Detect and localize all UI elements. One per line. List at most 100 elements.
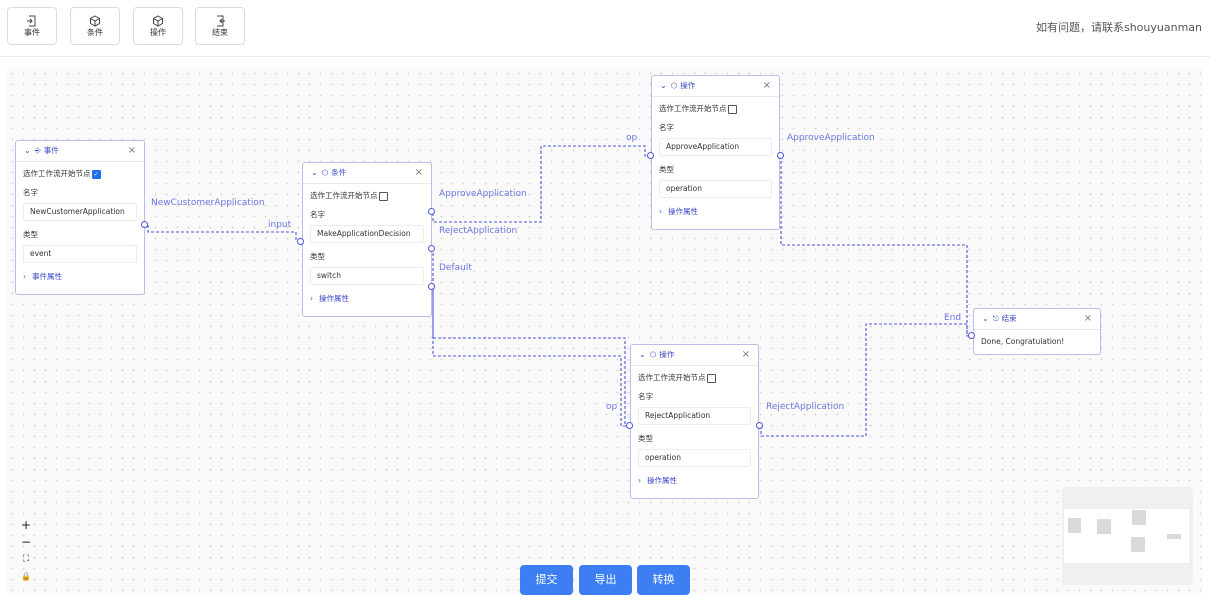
approve-input-handle[interactable] — [647, 152, 654, 159]
props-toggle[interactable]: › 操作属性 — [659, 206, 772, 217]
event-tool-button[interactable]: 事件 — [7, 7, 57, 45]
end-input-handle[interactable] — [968, 332, 975, 339]
import-icon — [8, 12, 56, 27]
name-label: 名字 — [659, 123, 674, 132]
reject-output-handle[interactable] — [756, 422, 763, 429]
name-field[interactable]: ApproveApplication — [659, 138, 772, 156]
edge-label-default: Default — [439, 263, 472, 273]
cube-icon — [71, 12, 119, 27]
close-icon[interactable]: × — [127, 145, 136, 156]
type-field[interactable]: operation — [638, 449, 751, 467]
chevron-down-icon[interactable]: ⌄ — [311, 168, 318, 177]
chevron-down-icon[interactable]: ⌄ — [982, 314, 989, 323]
condition-node[interactable]: ⌄⬡条件 × 选作工作流开始节点 名字 MakeApplicationDecis… — [302, 162, 432, 317]
edge-label-new-customer: NewCustomerApplication — [151, 198, 265, 208]
condition-tool-label: 条件 — [87, 28, 103, 37]
type-field[interactable]: switch — [310, 267, 424, 285]
reject-node[interactable]: ⌄⬡操作 × 选作工作流开始节点 名字 RejectApplication 类型… — [630, 344, 759, 499]
type-field[interactable]: operation — [659, 180, 772, 198]
cube-icon: ⬡ — [321, 168, 329, 177]
name-field[interactable]: RejectApplication — [638, 407, 751, 425]
edge-label-reject-out: RejectApplication — [439, 226, 518, 236]
chevron-right-icon: › — [659, 207, 662, 216]
export-icon: ⎋ — [992, 314, 999, 323]
edge-label-end: End — [944, 313, 962, 323]
chevron-down-icon[interactable]: ⌄ — [660, 81, 667, 90]
end-node[interactable]: ⌄⎋结束 × Done, Congratulation! — [973, 308, 1101, 355]
props-toggle[interactable]: ›操作属性 — [638, 475, 751, 486]
props-label: 事件属性 — [32, 272, 62, 281]
zoom-controls: + − ⛶ 🔒 — [18, 517, 34, 585]
end-node-header[interactable]: ⌄⎋结束 × — [974, 309, 1100, 330]
props-label: 操作属性 — [668, 207, 698, 216]
condition-reject-handle[interactable] — [428, 245, 435, 252]
event-node-title: 事件 — [43, 146, 59, 155]
start-node-label: 选作工作流开始节点 — [659, 104, 727, 113]
cube-icon — [134, 12, 182, 27]
chevron-right-icon: › — [23, 272, 26, 281]
condition-tool-button[interactable]: 条件 — [70, 7, 120, 45]
start-node-checkbox[interactable] — [727, 104, 737, 114]
props-toggle[interactable]: ›操作属性 — [310, 293, 424, 304]
end-tool-button[interactable]: 结束 — [195, 7, 245, 45]
convert-button[interactable]: 转换 — [637, 565, 690, 595]
condition-node-title: 条件 — [331, 168, 347, 177]
name-label: 名字 — [23, 188, 38, 197]
name-field[interactable]: MakeApplicationDecision — [310, 225, 424, 243]
minimap-node — [1131, 537, 1145, 552]
minimap-node — [1097, 519, 1111, 534]
minimap-node — [1132, 510, 1146, 525]
approve-node-header[interactable]: ⌄⬡操作 × — [652, 76, 779, 97]
type-field[interactable]: event — [23, 245, 137, 263]
condition-input-handle[interactable] — [297, 238, 304, 245]
approve-node[interactable]: ⌄⬡操作 × 选作工作流开始节点 名字 ApproveApplication 类… — [651, 75, 780, 230]
start-node-checkbox[interactable] — [378, 191, 388, 201]
operation-tool-button[interactable]: 操作 — [133, 7, 183, 45]
start-node-checkbox[interactable] — [706, 373, 716, 383]
end-node-title: 结束 — [1001, 314, 1017, 323]
export-button[interactable]: 导出 — [579, 565, 632, 595]
name-field[interactable]: NewCustomerApplication — [23, 203, 137, 221]
operation-tool-label: 操作 — [150, 28, 166, 37]
type-label: 类型 — [659, 165, 674, 174]
lock-button[interactable]: 🔒 — [21, 572, 31, 581]
start-node-checkbox[interactable]: ✓ — [91, 169, 101, 179]
zoom-in-button[interactable]: + — [20, 518, 32, 532]
export-icon — [196, 12, 244, 27]
approve-output-handle[interactable] — [777, 152, 784, 159]
minimap-node — [1167, 534, 1181, 539]
event-output-handle[interactable] — [141, 221, 148, 228]
close-icon[interactable]: × — [1083, 313, 1092, 324]
props-toggle[interactable]: › 事件属性 — [23, 271, 137, 282]
close-icon[interactable]: × — [414, 167, 423, 178]
minimap-viewport — [1064, 509, 1189, 563]
close-icon[interactable]: × — [762, 80, 771, 91]
close-icon[interactable]: × — [741, 349, 750, 360]
cube-icon: ⬡ — [670, 81, 678, 90]
props-label: 操作属性 — [319, 294, 349, 303]
condition-node-header[interactable]: ⌄⬡条件 × — [303, 163, 431, 184]
import-icon: ⎆ — [34, 146, 41, 155]
minimap[interactable] — [1062, 487, 1193, 585]
chevron-right-icon: › — [638, 476, 641, 485]
event-tool-label: 事件 — [24, 28, 40, 37]
start-node-label: 选作工作流开始节点 — [638, 373, 706, 382]
approve-node-title: 操作 — [680, 81, 696, 90]
event-node-header[interactable]: ⌄⎆事件 × — [16, 141, 144, 162]
chevron-down-icon[interactable]: ⌄ — [639, 350, 646, 359]
fit-view-button[interactable]: ⛶ — [22, 554, 30, 564]
name-label: 名字 — [638, 392, 653, 401]
reject-node-header[interactable]: ⌄⬡操作 × — [631, 345, 758, 366]
chevron-down-icon[interactable]: ⌄ — [24, 146, 31, 155]
edge-label-op-approve: op — [626, 133, 638, 143]
edge-label-reject-app: RejectApplication — [766, 402, 845, 412]
condition-default-handle[interactable] — [428, 283, 435, 290]
type-label: 类型 — [310, 252, 325, 261]
event-node[interactable]: ⌄⎆事件 × 选作工作流开始节点✓ 名字 NewCustomerApplicat… — [15, 140, 145, 295]
edge-label-op-reject: op — [606, 402, 618, 412]
submit-button[interactable]: 提交 — [520, 565, 573, 595]
zoom-out-button[interactable]: − — [20, 535, 32, 549]
reject-node-title: 操作 — [659, 350, 675, 359]
condition-approve-handle[interactable] — [428, 208, 435, 215]
reject-input-handle[interactable] — [626, 422, 633, 429]
